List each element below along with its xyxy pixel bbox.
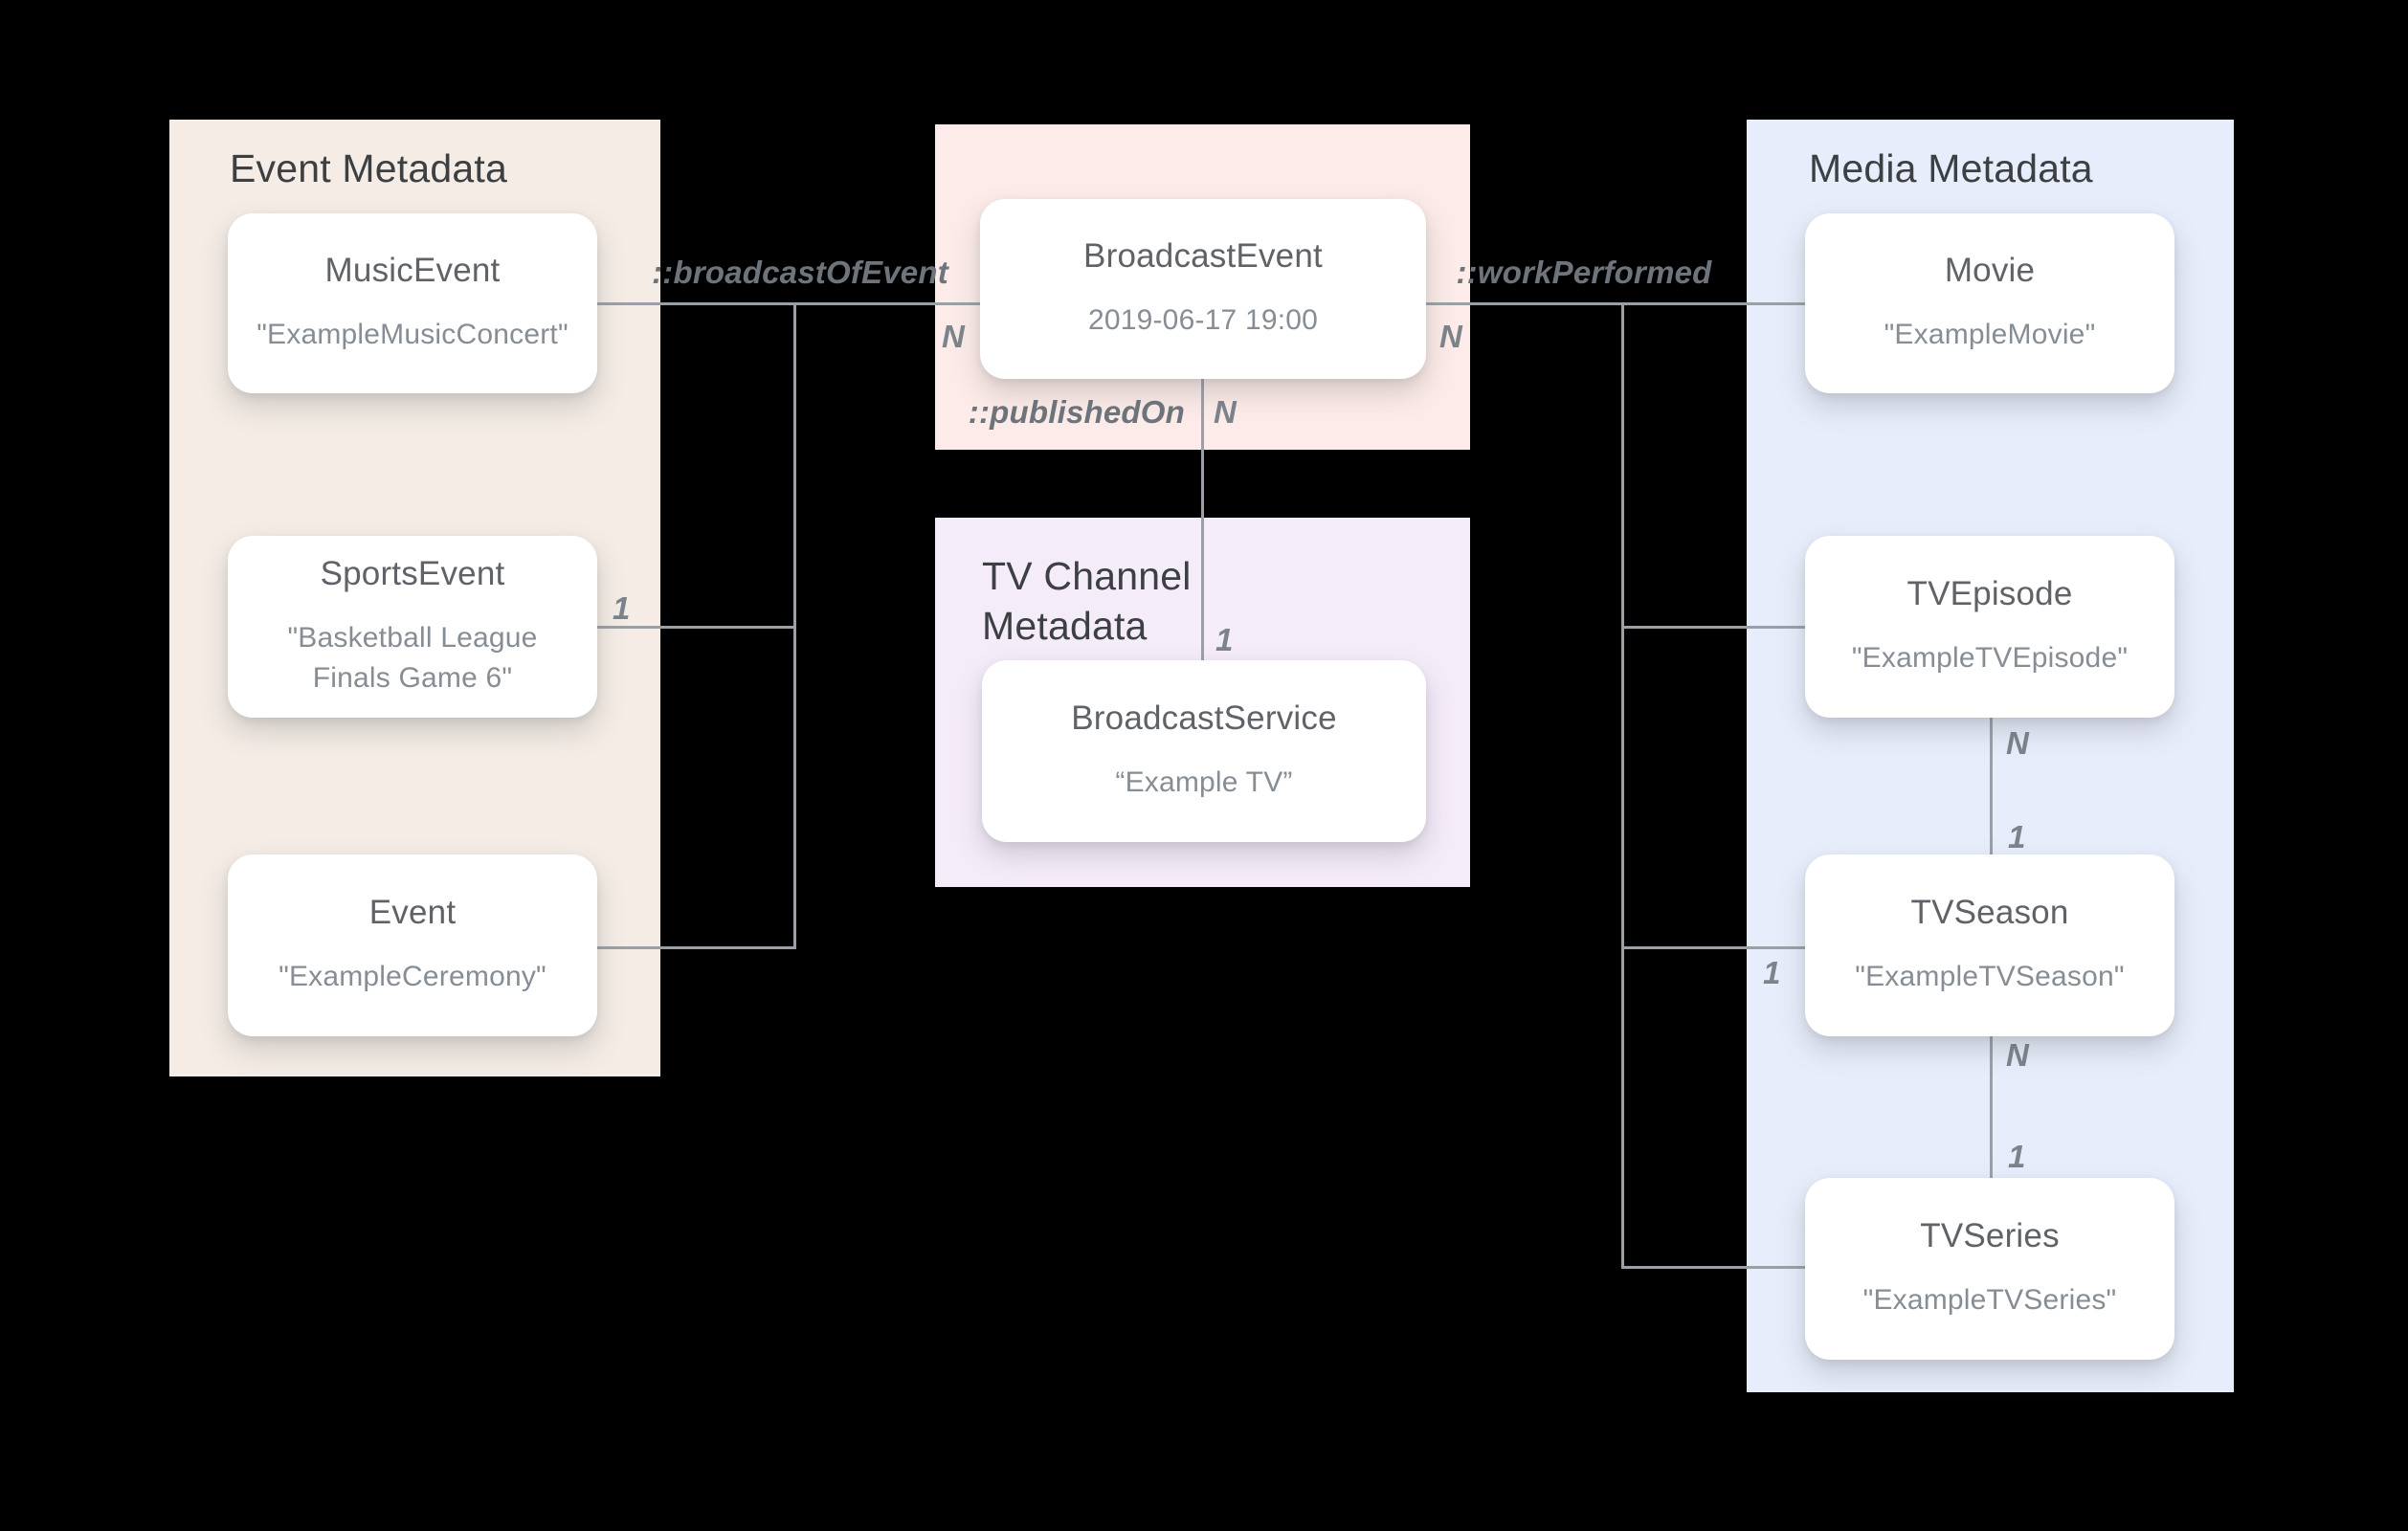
connector-broadcastevent-broadcastservice: [1201, 379, 1204, 660]
connector-musicevent-broadcastevent: [597, 302, 980, 305]
cardinality-n-episode-season: N: [2006, 725, 2029, 761]
card-movie: Movie "ExampleMovie": [1805, 213, 2174, 393]
relation-published-on: ::publishedOn: [968, 394, 1185, 430]
card-broadcast-service: BroadcastService “Example TV”: [982, 660, 1426, 842]
connector-event-branch: [597, 946, 796, 949]
card-tv-season-title: TVSeason: [1910, 894, 2069, 931]
media-metadata-title: Media Metadata: [1809, 146, 2093, 190]
cardinality-n-published: N: [1214, 394, 1237, 430]
cardinality-1-season-branch: 1: [1763, 955, 1781, 990]
card-sports-event-value: "Basketball League Finals Game 6": [287, 622, 538, 694]
card-broadcast-event-title: BroadcastEvent: [1083, 237, 1323, 275]
card-tv-series-value: "ExampleTVSeries": [1862, 1284, 2117, 1316]
connector-tvseason-branch: [1621, 946, 1806, 949]
tv-channel-metadata-title: TV Channel Metadata: [982, 554, 1192, 648]
connector-tvseries-branch: [1621, 1266, 1806, 1269]
card-tv-episode-title: TVEpisode: [1906, 575, 2073, 612]
cardinality-n-broadcast-left: N: [942, 319, 965, 354]
card-tv-season: TVSeason "ExampleTVSeason": [1805, 854, 2174, 1036]
cardinality-1-episode-season: 1: [2008, 819, 2026, 854]
card-tv-episode-value: "ExampleTVEpisode": [1851, 642, 2129, 674]
cardinality-n-season-series: N: [2006, 1037, 2029, 1073]
connector-tvepisode-branch: [1621, 626, 1806, 629]
card-tv-series: TVSeries "ExampleTVSeries": [1805, 1178, 2174, 1360]
cardinality-1-published: 1: [1215, 622, 1234, 657]
relation-work-performed: ::workPerformed: [1456, 255, 1712, 290]
card-music-event-value: "ExampleMusicConcert": [256, 319, 569, 350]
card-music-event-title: MusicEvent: [324, 252, 501, 289]
card-tv-episode: TVEpisode "ExampleTVEpisode": [1805, 536, 2174, 718]
connector-right-trunk: [1621, 302, 1624, 1269]
card-broadcast-event-value: 2019-06-17 19:00: [1087, 304, 1319, 336]
event-metadata-title: Event Metadata: [230, 146, 507, 190]
card-music-event: MusicEvent "ExampleMusicConcert": [228, 213, 597, 393]
card-event: Event "ExampleCeremony": [228, 854, 597, 1036]
card-tv-series-title: TVSeries: [1920, 1217, 2060, 1254]
card-broadcast-service-title: BroadcastService: [1071, 699, 1337, 737]
card-sports-event-title: SportsEvent: [320, 555, 505, 592]
connector-tvseason-tvseries: [1990, 1036, 1993, 1178]
card-event-value: "ExampleCeremony": [279, 961, 546, 992]
cardinality-1-sports: 1: [613, 590, 631, 626]
cardinality-n-work-right: N: [1439, 319, 1462, 354]
connector-sportsevent-branch: [597, 626, 796, 629]
card-movie-title: Movie: [1944, 252, 2036, 289]
cardinality-1-season-series: 1: [2008, 1139, 2026, 1174]
card-movie-value: "ExampleMovie": [1884, 319, 2096, 350]
connector-broadcastevent-movie: [1426, 302, 1805, 305]
card-broadcast-event: BroadcastEvent 2019-06-17 19:00: [980, 199, 1426, 379]
card-tv-season-value: "ExampleTVSeason": [1855, 961, 2125, 992]
connector-tvepisode-tvseason: [1990, 718, 1993, 854]
card-broadcast-service-value: “Example TV”: [1115, 766, 1293, 798]
card-sports-event: SportsEvent "Basketball League Finals Ga…: [228, 536, 597, 718]
relation-broadcast-of-event: ::broadcastOfEvent: [652, 255, 948, 290]
card-event-title: Event: [368, 894, 457, 931]
